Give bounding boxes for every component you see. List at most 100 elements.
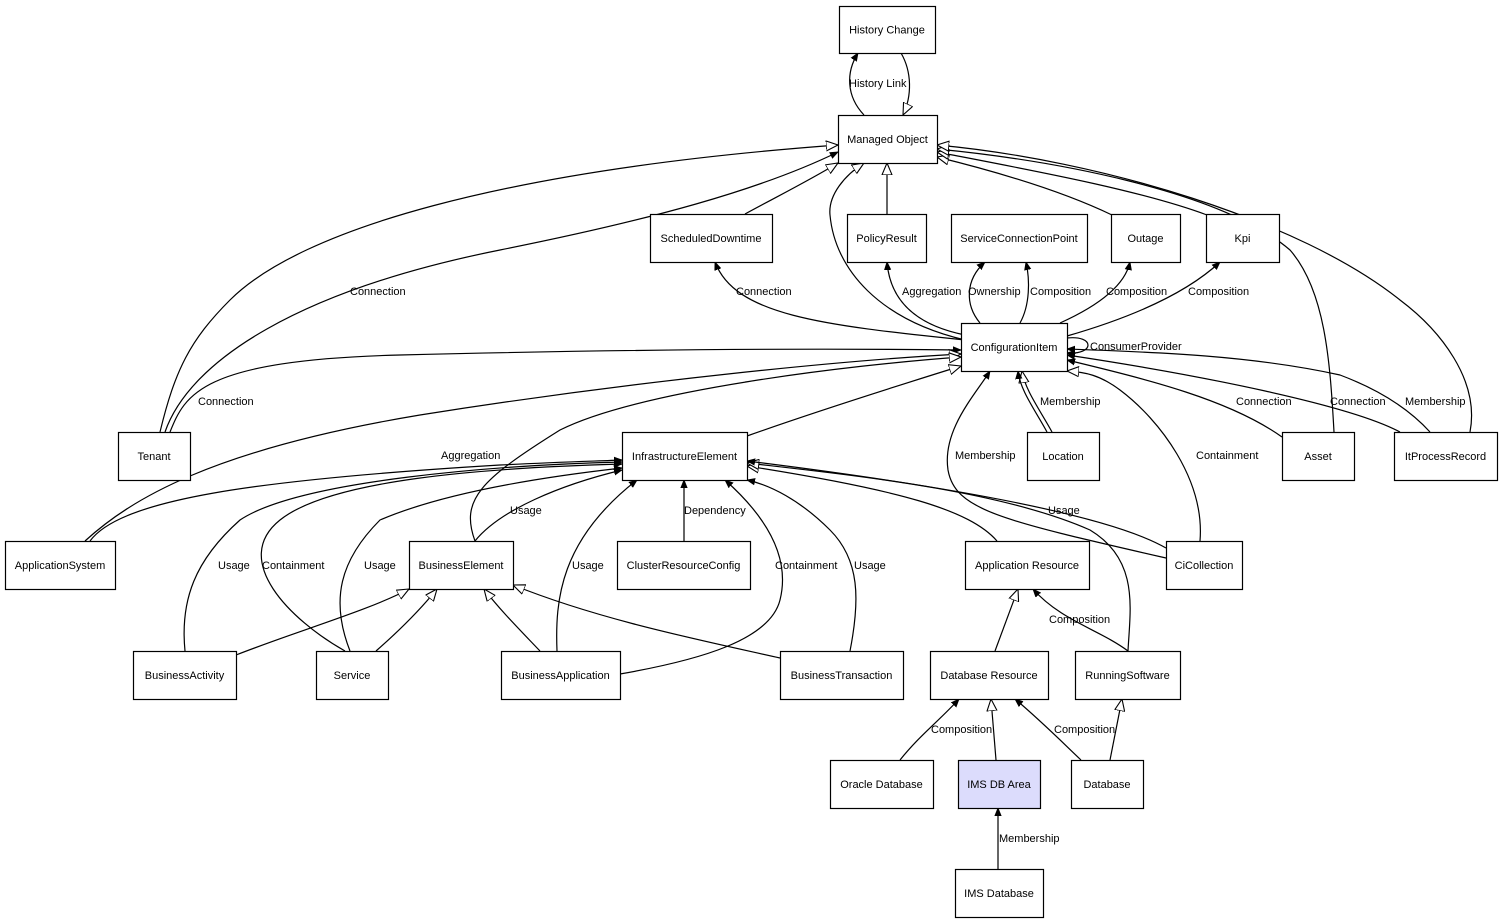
edge-label: Dependency bbox=[684, 505, 746, 517]
node-service-connection-point[interactable]: ServiceConnectionPoint bbox=[950, 213, 1089, 264]
node-infrastructure-element[interactable]: InfrastructureElement bbox=[621, 431, 749, 482]
node-kpi[interactable]: Kpi bbox=[1205, 213, 1281, 264]
node-cluster-resource-config[interactable]: ClusterResourceConfig bbox=[616, 540, 752, 591]
edge-application-resource-to-infrastructure-element bbox=[747, 466, 998, 542]
node-box[interactable] bbox=[1070, 759, 1145, 810]
edge-label: Composition bbox=[1054, 724, 1115, 736]
edge-label: Membership bbox=[1040, 396, 1101, 408]
node-label: Database bbox=[1083, 779, 1130, 791]
node-box[interactable] bbox=[649, 213, 774, 264]
node-outage[interactable]: Outage bbox=[1110, 213, 1182, 264]
node-database[interactable]: Database bbox=[1070, 759, 1145, 810]
edge-label: Composition bbox=[1188, 286, 1249, 298]
edge-line bbox=[849, 53, 865, 116]
edge-line bbox=[1067, 349, 1431, 433]
node-history-change[interactable]: History Change bbox=[838, 5, 937, 55]
node-business-activity[interactable]: BusinessActivity bbox=[132, 650, 238, 701]
edge-line bbox=[1019, 262, 1028, 324]
node-configuration-item[interactable]: ConfigurationItem bbox=[960, 322, 1069, 373]
node-box[interactable] bbox=[929, 650, 1050, 701]
node-box[interactable] bbox=[779, 650, 905, 701]
node-box[interactable] bbox=[829, 759, 935, 810]
node-label: ApplicationSystem bbox=[15, 560, 106, 572]
edge-label: Composition bbox=[1030, 286, 1091, 298]
edge-label: Connection bbox=[1330, 396, 1386, 408]
node-oracle-database[interactable]: Oracle Database bbox=[829, 759, 935, 810]
node-box[interactable] bbox=[1110, 213, 1182, 264]
edge-configuration-item-to-kpi: Composition bbox=[1066, 262, 1249, 337]
edge-ims-db-area-to-database-resource bbox=[991, 699, 996, 761]
node-managed-object[interactable]: Managed Object bbox=[837, 114, 939, 165]
node-box[interactable] bbox=[960, 322, 1069, 373]
edge-line bbox=[1018, 371, 1048, 433]
node-label: ConfigurationItem bbox=[971, 342, 1058, 354]
edge-line bbox=[1015, 699, 1082, 761]
edge-application-system-to-configuration-item bbox=[84, 354, 961, 542]
node-service[interactable]: Service bbox=[315, 650, 390, 701]
edge-line bbox=[829, 163, 966, 341]
node-box[interactable] bbox=[408, 540, 515, 591]
node-database-resource[interactable]: Database Resource bbox=[929, 650, 1050, 701]
node-box[interactable] bbox=[957, 759, 1042, 810]
node-label: Kpi bbox=[1235, 233, 1251, 245]
node-box[interactable] bbox=[1165, 540, 1244, 591]
edge-business-activity-to-infrastructure-element: Usage bbox=[183, 462, 622, 652]
edge-label: Connection bbox=[198, 396, 254, 408]
node-it-process-record[interactable]: ItProcessRecord bbox=[1393, 431, 1499, 482]
edge-line bbox=[235, 589, 409, 656]
node-box[interactable] bbox=[954, 868, 1045, 919]
node-ims-db-area[interactable]: IMS DB Area bbox=[957, 759, 1042, 810]
edge-service-to-business-element bbox=[375, 589, 437, 652]
node-box[interactable] bbox=[838, 5, 937, 55]
node-box[interactable] bbox=[964, 540, 1091, 591]
node-box[interactable] bbox=[1281, 431, 1356, 482]
edge-label: Membership bbox=[999, 833, 1060, 845]
node-box[interactable] bbox=[1393, 431, 1499, 482]
edge-line bbox=[900, 52, 910, 115]
node-running-software[interactable]: RunningSoftware bbox=[1074, 650, 1182, 701]
edge-line bbox=[164, 151, 838, 433]
edge-line bbox=[1067, 360, 1283, 438]
node-box[interactable] bbox=[1074, 650, 1182, 701]
edge-line bbox=[1109, 699, 1122, 761]
edge-line bbox=[946, 371, 1167, 559]
edge-line bbox=[747, 480, 857, 652]
node-label: BusinessElement bbox=[419, 560, 504, 572]
node-policy-result[interactable]: PolicyResult bbox=[846, 213, 928, 264]
node-box[interactable] bbox=[950, 213, 1089, 264]
node-location[interactable]: Location bbox=[1026, 431, 1101, 482]
node-box[interactable] bbox=[616, 540, 752, 591]
node-business-application[interactable]: BusinessApplication bbox=[500, 650, 622, 701]
node-ci-collection[interactable]: CiCollection bbox=[1165, 540, 1244, 591]
edge-it-process-record-to-managed-object bbox=[937, 145, 1473, 433]
edge-label: Connection bbox=[736, 286, 792, 298]
edge-label: ConsumerProvider bbox=[1090, 341, 1182, 353]
node-application-system[interactable]: ApplicationSystem bbox=[4, 540, 117, 591]
node-business-transaction[interactable]: BusinessTransaction bbox=[779, 650, 905, 701]
node-business-element[interactable]: BusinessElement bbox=[408, 540, 515, 591]
node-box[interactable] bbox=[315, 650, 390, 701]
edge-line bbox=[619, 480, 784, 675]
node-asset[interactable]: Asset bbox=[1281, 431, 1356, 482]
node-box[interactable] bbox=[621, 431, 749, 482]
edge-running-software-to-application-resource: Composition bbox=[1033, 589, 1129, 652]
node-application-resource[interactable]: Application Resource bbox=[964, 540, 1091, 591]
edge-label: Connection bbox=[350, 286, 406, 298]
node-box[interactable] bbox=[1205, 213, 1281, 264]
edge-business-application-to-infrastructure-element: Containment bbox=[619, 480, 837, 675]
node-box[interactable] bbox=[132, 650, 238, 701]
node-box[interactable] bbox=[846, 213, 928, 264]
node-scheduled-downtime[interactable]: ScheduledDowntime bbox=[649, 213, 774, 264]
edge-business-element-to-configuration-item bbox=[469, 357, 961, 542]
node-box[interactable] bbox=[4, 540, 117, 591]
node-ims-database[interactable]: IMS Database bbox=[954, 868, 1045, 919]
node-box[interactable] bbox=[837, 114, 939, 165]
node-box[interactable] bbox=[500, 650, 622, 701]
node-label: Database Resource bbox=[940, 670, 1037, 682]
node-tenant[interactable]: Tenant bbox=[117, 431, 192, 482]
node-label: ClusterResourceConfig bbox=[627, 560, 741, 572]
edge-label: Usage bbox=[364, 560, 396, 572]
node-box[interactable] bbox=[1026, 431, 1101, 482]
node-box[interactable] bbox=[117, 431, 192, 482]
edge-ims-database-to-ims-db-area: Membership bbox=[998, 808, 1060, 869]
